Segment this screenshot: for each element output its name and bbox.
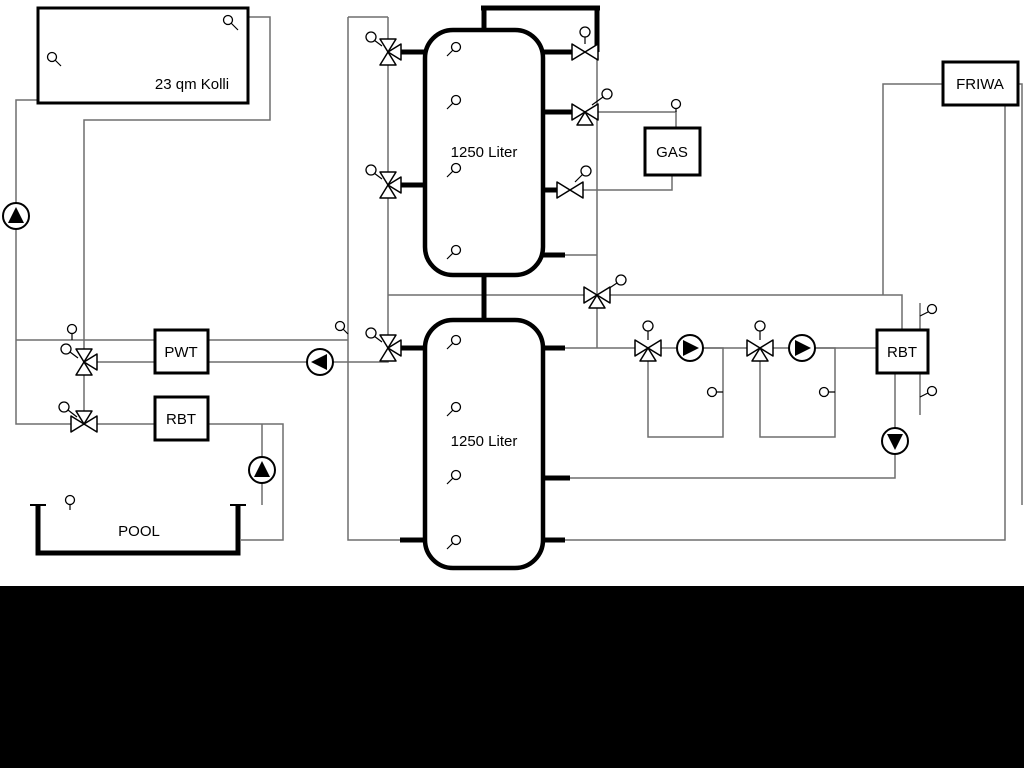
collector-label: 23 qm Kolli [155,76,229,93]
three-way-valve-circuit1-icon [634,339,662,362]
buffer-tank-top [422,27,546,278]
valve-actuator-icon [365,31,377,43]
pipe-friwa-primary [882,83,943,295]
schematic-svg: 23 qm Kolli 1250 Liter 1250 Liter GAS FR… [2,5,1023,571]
footer-black-area [0,586,1024,768]
temp-sensor-icon [450,162,462,174]
pipe-boiler-return [565,373,896,479]
temp-sensor-icon [818,386,830,398]
circuit1-pump-icon [676,334,704,362]
tank-ports-right [541,49,572,543]
pipe-pwt-charge [208,348,389,363]
temp-sensor-icon [222,14,234,26]
valve-actuator-icon [754,320,766,332]
charge-pump-icon [306,348,334,376]
pipe-friwa-cold [565,105,1006,541]
pool-pump-icon [248,456,276,484]
pwt-label: PWT [164,344,197,361]
valve-actuator-stubs [67,37,761,418]
temp-sensor-icon [450,41,462,53]
three-way-valve-tank2-icon [379,334,402,362]
solar-pump-icon [2,202,30,230]
pipe-circuit2-loop [759,347,836,438]
pipe-upper-distribution [597,294,903,332]
valve-actuator-icon [58,401,70,413]
three-way-valve-circuit2-icon [746,339,774,362]
temp-sensor-icon [334,320,346,332]
temp-sensor-icon [46,51,58,63]
pipe-collector-supply [83,16,271,424]
valve-actuator-icon [365,327,377,339]
rbt-left-label: RBT [166,411,196,428]
pwt-box [153,328,210,375]
valve-actuator-icon [642,320,654,332]
valve-actuator-icon [365,164,377,176]
gas-boiler-box [643,126,702,177]
temp-sensor-icon [670,98,682,110]
pool-label: POOL [118,523,160,540]
valve-actuator-icon [60,343,72,355]
temp-sensor-icon [926,385,938,397]
valve-gas-return-icon [556,181,584,199]
boiler-pump-icon [881,427,909,455]
three-way-valve-gas-supply-icon [571,103,599,126]
pool-basin [35,505,241,556]
valve-actuator-icon [601,88,613,100]
temp-sensor-icon [450,534,462,546]
tank-ports-left [398,49,427,543]
pipe-circuit1-loop [647,347,724,438]
diagram-canvas: 23 qm Kolli 1250 Liter 1250 Liter GAS FR… [0,0,1024,586]
pipe-riser-return [347,16,400,541]
buffer-tank-top-label: 1250 Liter [451,144,518,161]
valve-tank1-top-right-icon [571,43,599,61]
friwa-box [941,60,1020,107]
pipe-gas-return [583,175,673,191]
temp-sensor-icon [450,401,462,413]
temp-sensor-icon [450,94,462,106]
valve-actuator-icon [579,26,591,38]
collector-box [36,6,250,105]
pipe-gas-supply [597,111,677,128]
temp-sensor-icon [66,323,78,335]
rbt-left-box [153,395,210,442]
valve-actuator-icon [615,274,627,286]
valve-actuator-icon [580,165,592,177]
sensor-stubs [54,22,929,550]
pipe-rbt-pool [208,423,284,541]
pipe-right-edge [1018,83,1023,505]
temp-sensor-icon [450,334,462,346]
temp-sensor-icon [450,244,462,256]
three-way-valve-pool-icon [70,410,98,433]
temp-sensor-icon [64,494,76,506]
buffer-tank-bottom-label: 1250 Liter [451,433,518,450]
friwa-label: FRIWA [956,76,1004,93]
temp-sensor-icon [450,469,462,481]
three-way-valve-tank1-mid-icon [379,171,402,199]
three-way-valve-collector-pwt-icon [75,348,98,376]
rbt-right-label: RBT [887,344,917,361]
temp-sensor-icon [706,386,718,398]
rbt-right-box [875,328,930,375]
three-way-valve-tank1-top-icon [379,38,402,66]
gas-boiler-label: GAS [656,144,688,161]
circuit2-pump-icon [788,334,816,362]
temp-sensor-icon [926,303,938,315]
buffer-tank-bottom [422,317,546,571]
pipe-collector-return [15,99,84,425]
